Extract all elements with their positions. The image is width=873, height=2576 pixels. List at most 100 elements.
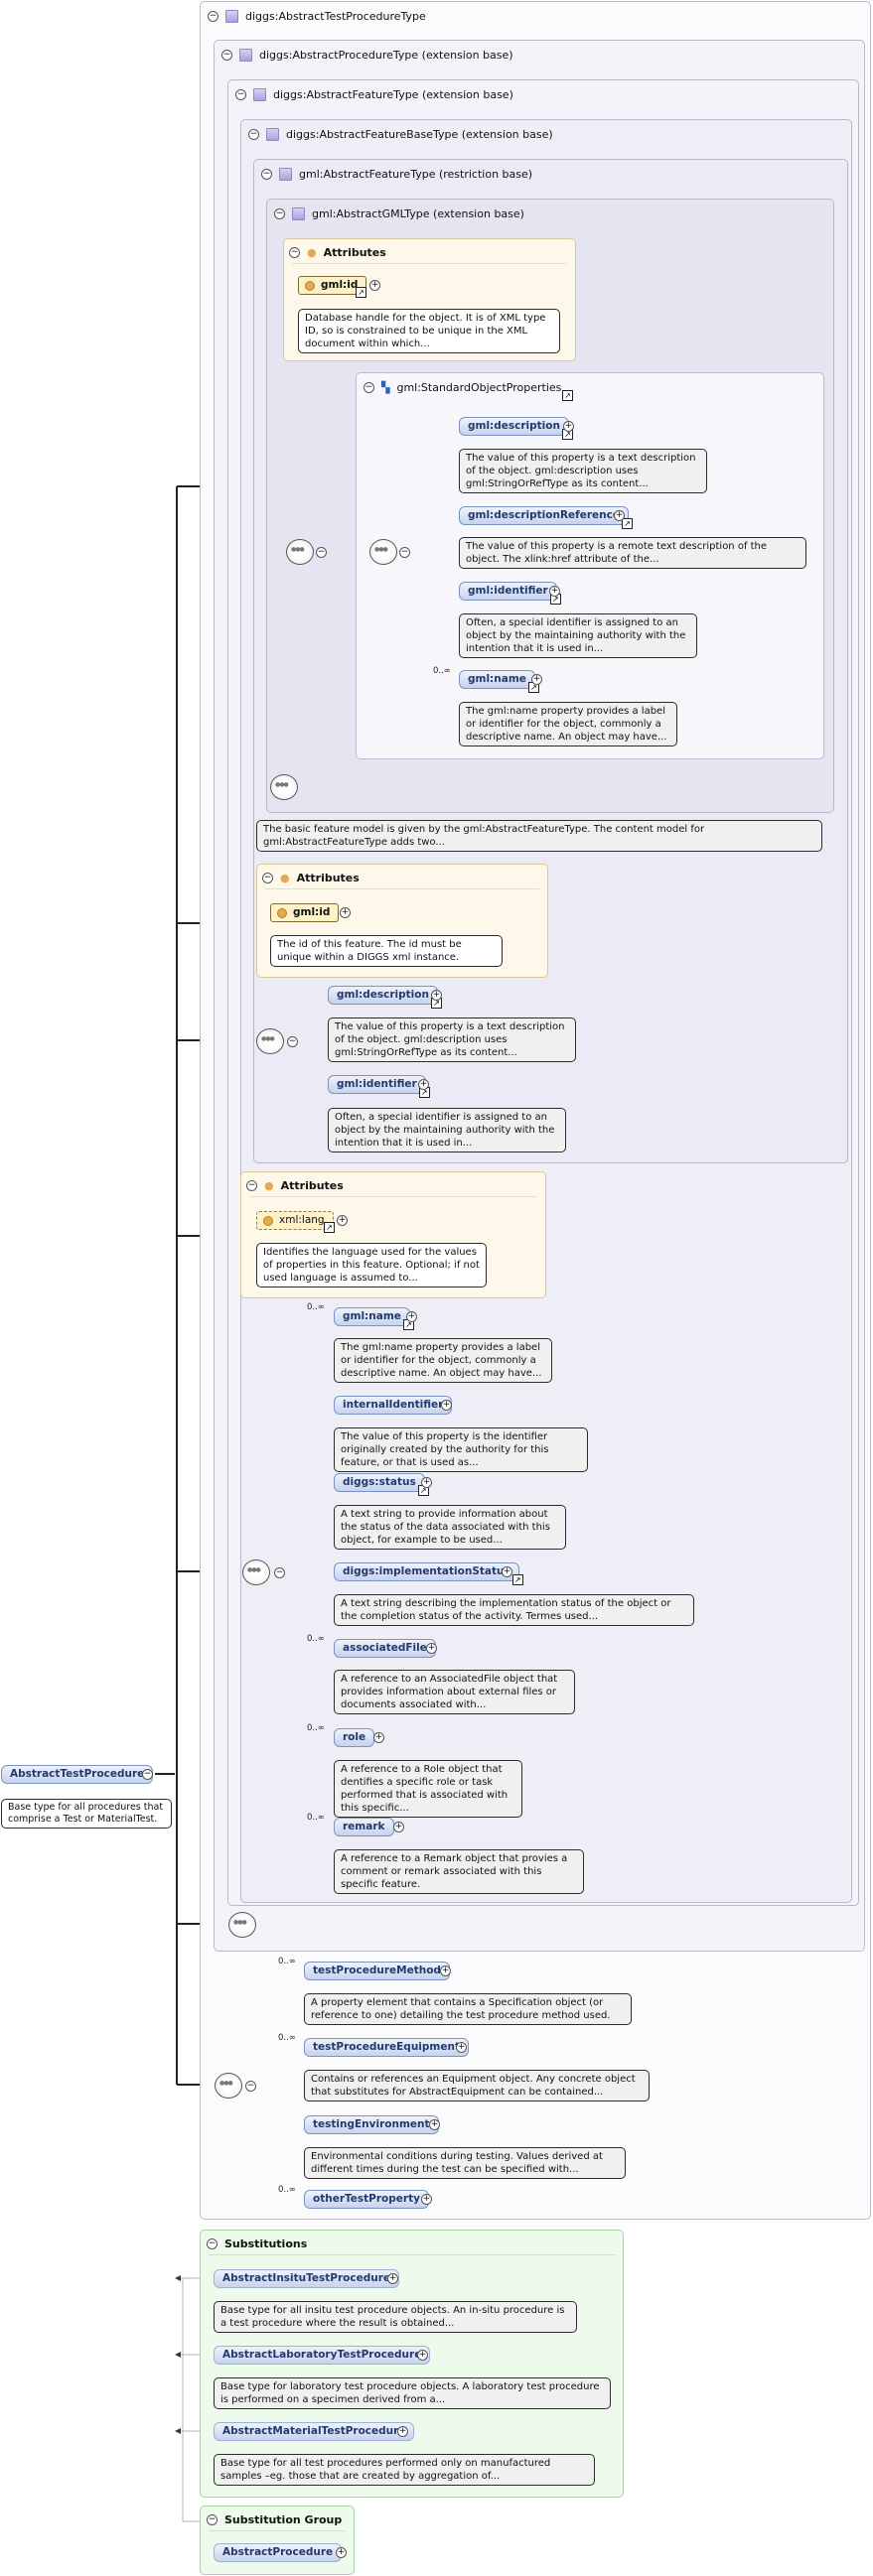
substitution-group-label: Substitution Group — [224, 2512, 343, 2526]
element-doc: Contains or references an Equipment obje… — [304, 2070, 650, 2101]
expand-plus-icon[interactable]: + — [336, 2547, 347, 2558]
element-gml-name[interactable]: gml:name↗ — [334, 1307, 414, 1330]
expand-plus-icon[interactable]: − — [274, 1567, 285, 1578]
element-remark[interactable]: remark — [334, 1818, 394, 1836]
collapse-circle-icon[interactable]: − — [248, 128, 259, 140]
substitution-laboratory[interactable]: AbstractLaboratoryTestProcedure — [214, 2346, 431, 2365]
expand-plus-icon[interactable]: − — [399, 547, 410, 558]
attributes-label: Attributes — [280, 1178, 344, 1192]
element-gml-identifier[interactable]: gml:identifier↗ — [459, 582, 561, 605]
expand-plus-icon[interactable]: + — [441, 1400, 452, 1411]
collapse-circle-icon[interactable]: − — [235, 88, 246, 100]
expand-plus-icon[interactable]: + — [440, 1966, 451, 1976]
root-element[interactable]: AbstractTestProcedure — [1, 1765, 154, 1784]
attribute-dot-icon — [263, 1216, 273, 1226]
root-doc: Base type for all procedures that compri… — [1, 1799, 172, 1829]
complex-type-icon — [225, 9, 238, 23]
expand-plus-icon[interactable]: + — [337, 1215, 348, 1226]
attribute-dot-icon: ● — [307, 245, 317, 259]
expand-plus-icon[interactable]: + — [502, 1566, 512, 1577]
element-gml-name[interactable]: gml:name↗ — [459, 670, 539, 693]
element-diggs-implementation-status[interactable]: diggs:implementationStatus↗ — [334, 1562, 523, 1585]
substitution-material[interactable]: AbstractMaterialTestProcedure — [214, 2422, 415, 2441]
attr-feature-id[interactable]: gml:id — [270, 903, 340, 922]
type-title: diggs:AbstractFeatureType (extension bas… — [273, 87, 513, 101]
element-doc: A text string to provide information abo… — [334, 1505, 566, 1550]
element-doc: Often, a special identifier is assigned … — [328, 1108, 566, 1152]
collapse-circle-icon[interactable]: − — [261, 168, 272, 180]
element-other-test-property[interactable]: otherTestProperty — [304, 2190, 429, 2209]
element-gml-description[interactable]: gml:description↗ — [459, 417, 573, 440]
expand-plus-icon[interactable]: + — [421, 2194, 432, 2205]
element-test-procedure-equipment[interactable]: testProcedureEquipment — [304, 2038, 469, 2057]
complex-type-icon — [292, 206, 305, 220]
attributes-box-lang: −●Attributes — [240, 1171, 546, 1298]
collapse-circle-icon[interactable]: − — [274, 207, 285, 219]
external-link-arrow-icon[interactable]: ↗ — [324, 1222, 335, 1233]
element-test-procedure-method[interactable]: testProcedureMethod — [304, 1962, 450, 1980]
expand-plus-icon[interactable]: + — [417, 2350, 428, 2361]
collapse-circle-icon[interactable]: − — [246, 1179, 257, 1191]
expand-plus-icon[interactable]: + — [549, 586, 560, 597]
expand-plus-icon[interactable]: + — [563, 421, 574, 432]
element-testing-environment[interactable]: testingEnvironment — [304, 2115, 439, 2134]
expand-plus-icon[interactable]: + — [431, 990, 442, 1001]
expand-plus-icon[interactable]: + — [418, 1079, 429, 1090]
element-doc: The value of this property is the identi… — [334, 1427, 588, 1472]
expand-plus-icon[interactable]: + — [456, 2042, 467, 2053]
expand-plus-icon[interactable]: + — [369, 280, 380, 291]
expand-plus-icon[interactable]: + — [387, 2273, 398, 2284]
expand-plus-icon[interactable]: + — [373, 1732, 384, 1743]
external-link-arrow-icon[interactable]: ↗ — [562, 390, 573, 401]
collapse-circle-icon[interactable]: − — [262, 872, 273, 883]
expand-plus-icon[interactable]: + — [406, 1311, 417, 1322]
attr-doc: The id of this feature. The id must be u… — [270, 935, 503, 967]
element-associated-file[interactable]: associatedFile — [334, 1639, 436, 1658]
element-diggs-status[interactable]: diggs:status↗ — [334, 1473, 429, 1496]
collapse-circle-icon[interactable]: − — [207, 2237, 218, 2249]
attributes-label: Attributes — [323, 245, 386, 259]
substitution-insitu[interactable]: AbstractInsituTestProcedure — [214, 2269, 400, 2288]
collapse-circle-icon[interactable]: − — [289, 246, 300, 258]
expand-plus-icon[interactable]: − — [287, 1036, 298, 1047]
external-link-arrow-icon: ↗ — [511, 1574, 523, 1585]
expand-plus-icon[interactable]: + — [614, 510, 625, 521]
expand-plus-icon[interactable]: + — [531, 674, 542, 685]
expand-plus-icon[interactable]: + — [397, 2426, 408, 2437]
expand-plus-icon[interactable]: + — [393, 1822, 404, 1832]
element-gml-identifier[interactable]: gml:identifier↗ — [328, 1075, 430, 1098]
expand-plus-icon[interactable]: + — [429, 2119, 440, 2130]
sequence-compositor-icon — [286, 539, 314, 565]
element-doc: The gml:name property provides a label o… — [459, 702, 677, 746]
attr-xml-lang[interactable]: xml:lang — [256, 1211, 334, 1230]
element-role[interactable]: role — [334, 1728, 375, 1747]
attr-gml-id[interactable]: gml:id — [298, 276, 367, 295]
type-title: diggs:AbstractFeatureBaseType (extension… — [286, 127, 553, 141]
collapse-circle-icon[interactable]: − — [364, 381, 374, 393]
expand-plus-icon[interactable]: + — [421, 1477, 432, 1488]
element-doc: A property element that contains a Speci… — [304, 1993, 632, 2025]
expand-plus-icon[interactable]: + — [340, 907, 351, 918]
type-title: diggs:AbstractProcedureType (extension b… — [259, 48, 513, 62]
attribute-dot-icon: ● — [280, 871, 290, 884]
element-internal-identifier[interactable]: internalIdentifier — [334, 1396, 453, 1415]
collapse-circle-icon[interactable]: − — [207, 2513, 218, 2525]
model-group-icon: ▚ — [381, 380, 390, 394]
substitution-doc: Base type for all insitu test procedure … — [214, 2301, 577, 2333]
element-doc: The value of this property is a text des… — [459, 449, 707, 493]
type-doc: The basic feature model is given by the … — [256, 820, 822, 852]
element-gml-description[interactable]: gml:description↗ — [328, 986, 442, 1009]
substitution-group-box: −Substitution Group — [200, 2506, 355, 2575]
element-doc: The gml:name property provides a label o… — [334, 1338, 552, 1383]
expand-plus-icon[interactable]: − — [142, 1769, 153, 1780]
type-title: gml:AbstractFeatureType (restriction bas… — [299, 167, 533, 181]
collapse-circle-icon[interactable]: − — [221, 49, 232, 61]
expand-plus-icon[interactable]: − — [316, 547, 327, 558]
external-link-arrow-icon[interactable]: ↗ — [356, 287, 366, 298]
expand-plus-icon[interactable]: + — [426, 1643, 437, 1654]
substitution-group-element[interactable]: AbstractProcedure — [214, 2543, 343, 2562]
expand-plus-icon[interactable]: − — [245, 2081, 256, 2092]
collapse-circle-icon[interactable]: − — [208, 10, 218, 22]
element-doc: Often, a special identifier is assigned … — [459, 613, 697, 658]
element-gml-description-reference[interactable]: gml:descriptionReference↗ — [459, 506, 633, 529]
